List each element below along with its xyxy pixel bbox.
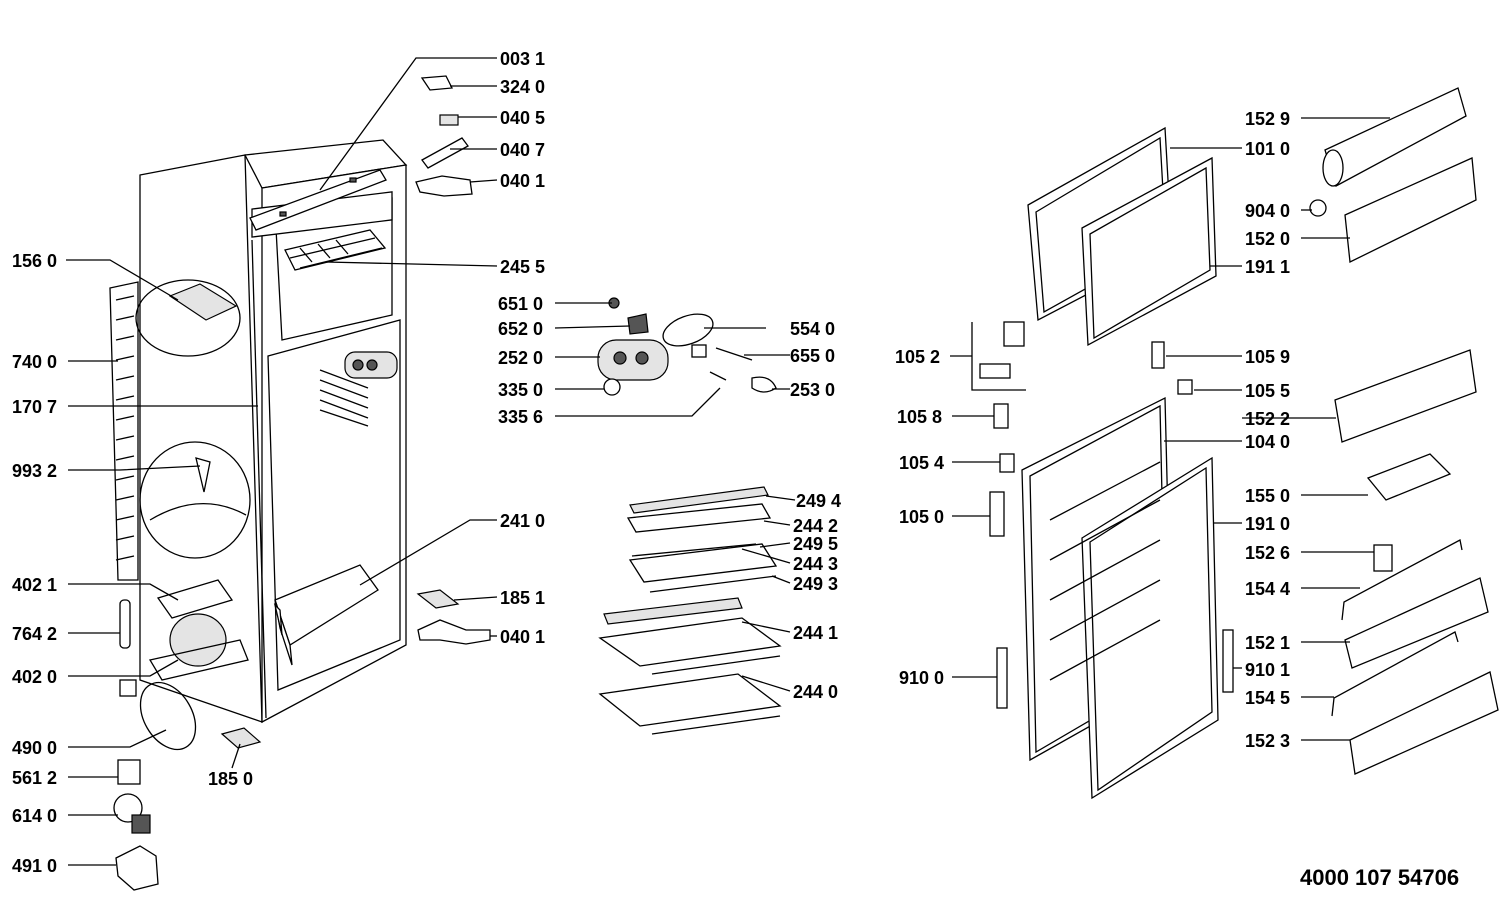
- part-label-1520: 152 0: [1245, 229, 1290, 249]
- part-label-9101: 910 1: [1245, 660, 1290, 680]
- part-label-1523: 152 3: [1245, 731, 1290, 751]
- part-label-0401-bottom: 040 1: [500, 627, 545, 647]
- part-label-0031: 003 1: [500, 49, 545, 69]
- part-label-1521: 152 1: [1245, 633, 1290, 653]
- part-label-1529: 152 9: [1245, 109, 1290, 129]
- part-label-6140: 614 0: [12, 806, 57, 826]
- part-label-2455: 245 5: [500, 257, 545, 277]
- part-label-2494: 249 4: [796, 491, 841, 511]
- part-label-1054: 105 4: [899, 453, 944, 473]
- part-label-9040: 904 0: [1245, 201, 1290, 221]
- part-label-1550: 155 0: [1245, 486, 1290, 506]
- door-accessories: [971, 87, 1499, 775]
- part-label-0407: 040 7: [500, 140, 545, 160]
- part-label-1560: 156 0: [12, 251, 57, 271]
- part-label-1707: 170 7: [12, 397, 57, 417]
- part-label-1911: 191 1: [1245, 257, 1290, 277]
- part-label-4900: 490 0: [12, 738, 57, 758]
- part-label-3356: 335 6: [498, 407, 543, 427]
- part-label-2441: 244 1: [793, 623, 838, 643]
- part-label-2440: 244 0: [793, 682, 838, 702]
- part-label-9932: 993 2: [12, 461, 57, 481]
- part-labels: 003 1 324 0 040 5 040 7 040 1 156 0 245 …: [12, 49, 1459, 890]
- part-label-6550: 655 0: [790, 346, 835, 366]
- part-label-1059: 105 9: [1245, 347, 1290, 367]
- part-label-0401-top: 040 1: [500, 171, 545, 191]
- part-label-1850: 185 0: [208, 769, 253, 789]
- part-label-1040: 104 0: [1245, 432, 1290, 452]
- part-label-1910: 191 0: [1245, 514, 1290, 534]
- part-label-2495: 249 5: [793, 534, 838, 554]
- part-label-1526: 152 6: [1245, 543, 1290, 563]
- part-label-6510: 651 0: [498, 294, 543, 314]
- part-label-1052: 105 2: [895, 347, 940, 367]
- document-number: 4000 107 54706: [1300, 865, 1459, 890]
- part-label-6520: 652 0: [498, 319, 543, 339]
- part-label-2410: 241 0: [500, 511, 545, 531]
- part-label-5540: 554 0: [790, 319, 835, 339]
- part-label-2520: 252 0: [498, 348, 543, 368]
- glass-shelves: [598, 486, 782, 735]
- part-label-1050: 105 0: [899, 507, 944, 527]
- fridge-door: [1021, 396, 1219, 800]
- part-label-1010: 101 0: [1245, 139, 1290, 159]
- part-label-1055: 105 5: [1245, 381, 1290, 401]
- part-label-3240: 324 0: [500, 77, 545, 97]
- part-label-9100: 910 0: [899, 668, 944, 688]
- part-label-2442: 244 2: [793, 516, 838, 536]
- part-label-2443: 244 3: [793, 554, 838, 574]
- refrigerator-cabinet: [109, 139, 408, 724]
- part-label-7642: 764 2: [12, 624, 57, 644]
- freezer-door: [1027, 126, 1217, 347]
- part-label-1851: 185 1: [500, 588, 545, 608]
- part-label-7400: 740 0: [12, 352, 57, 372]
- leader-lines: [66, 57, 1390, 866]
- part-label-4910: 491 0: [12, 856, 57, 876]
- part-label-2493: 249 3: [793, 574, 838, 594]
- part-label-1058: 105 8: [897, 407, 942, 427]
- part-label-4021: 402 1: [12, 575, 57, 595]
- part-label-4020: 402 0: [12, 667, 57, 687]
- small-parts: [113, 75, 777, 891]
- part-label-5612: 561 2: [12, 768, 57, 788]
- part-label-1522: 152 2: [1245, 409, 1290, 429]
- part-label-1545: 154 5: [1245, 688, 1290, 708]
- part-label-2530: 253 0: [790, 380, 835, 400]
- part-label-1544: 154 4: [1245, 579, 1290, 599]
- part-label-3350: 335 0: [498, 380, 543, 400]
- part-label-0405: 040 5: [500, 108, 545, 128]
